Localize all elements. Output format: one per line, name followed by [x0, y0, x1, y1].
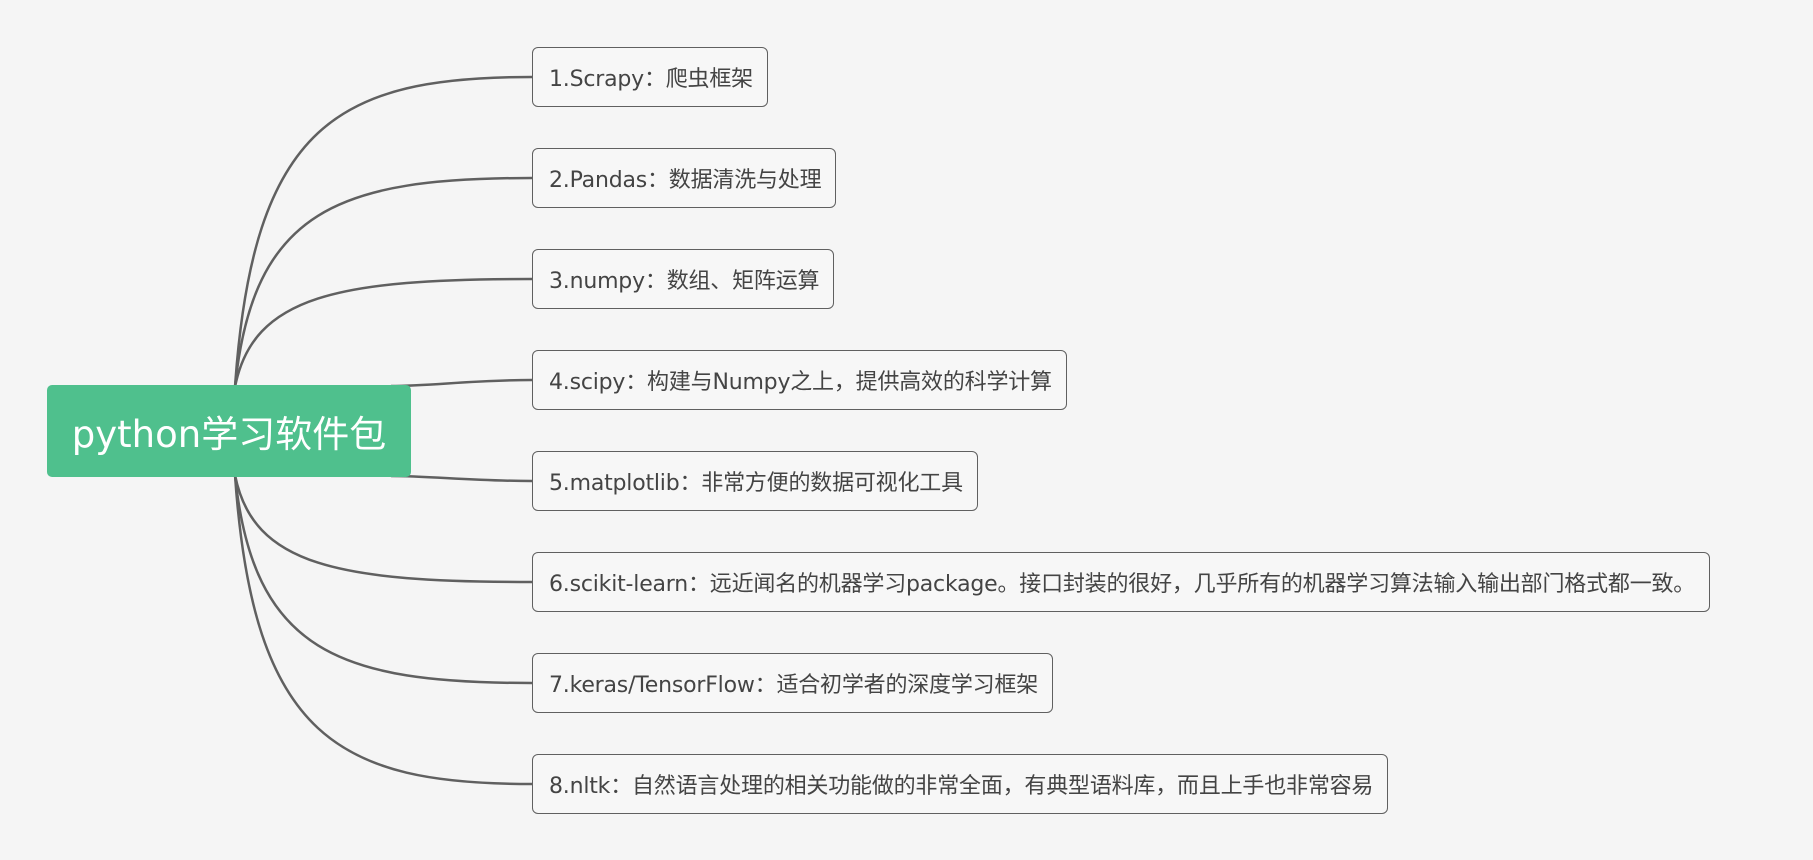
branch-label: 2.Pandas：数据清洗与处理	[549, 168, 822, 193]
branch-node-7[interactable]: 7.keras/TensorFlow：适合初学者的深度学习框架	[532, 653, 1054, 713]
branch-label: 7.keras/TensorFlow：适合初学者的深度学习框架	[549, 673, 1039, 698]
branch-label: 5.matplotlib：非常方便的数据可视化工具	[549, 471, 963, 496]
branch-label: 3.numpy：数组、矩阵运算	[549, 269, 820, 294]
branch-node-6[interactable]: 6.scikit-learn：远近闻名的机器学习package。接口封装的很好，…	[532, 552, 1711, 612]
connector-line-6	[233, 474, 533, 584]
root-node[interactable]: python学习软件包	[47, 385, 411, 477]
branch-node-3[interactable]: 3.numpy：数组、矩阵运算	[532, 249, 835, 309]
connector-line-1	[233, 75, 533, 388]
branch-node-2[interactable]: 2.Pandas：数据清洗与处理	[532, 148, 837, 208]
connector-line-7	[233, 474, 533, 685]
branch-node-5[interactable]: 5.matplotlib：非常方便的数据可视化工具	[532, 451, 978, 511]
connector-line-3	[233, 277, 533, 388]
branch-node-1[interactable]: 1.Scrapy：爬虫框架	[532, 47, 768, 107]
connector-line-8	[233, 474, 533, 786]
root-label: python学习软件包	[71, 413, 387, 456]
branch-label: 8.nltk：自然语言处理的相关功能做的非常全面，有典型语料库，而且上手也非常容…	[549, 774, 1374, 799]
branch-node-8[interactable]: 8.nltk：自然语言处理的相关功能做的非常全面，有典型语料库，而且上手也非常容…	[532, 754, 1389, 814]
branch-node-4[interactable]: 4.scipy：构建与Numpy之上，提供高效的科学计算	[532, 350, 1067, 410]
connector-line-2	[233, 176, 533, 388]
branch-label: 1.Scrapy：爬虫框架	[549, 67, 753, 92]
branch-label: 4.scipy：构建与Numpy之上，提供高效的科学计算	[549, 370, 1052, 395]
branch-label: 6.scikit-learn：远近闻名的机器学习package。接口封装的很好，…	[549, 572, 1696, 597]
